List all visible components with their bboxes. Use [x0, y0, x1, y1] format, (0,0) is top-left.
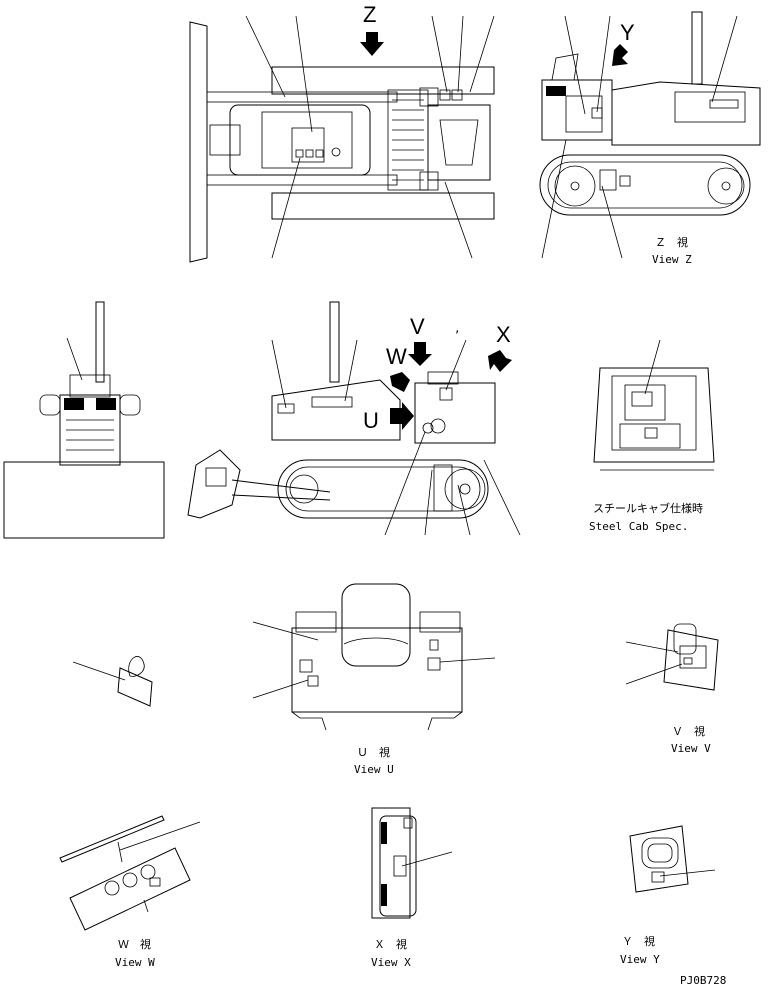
caption-view-y-en: View Y — [620, 953, 660, 966]
decal-lone — [72, 656, 153, 707]
caption-steel-cab-en: Steel Cab Spec. — [589, 520, 688, 533]
view-w-drawing — [59, 815, 201, 931]
caption-view-x-jp: Ｘ 視 — [374, 937, 407, 951]
top-plan-view — [189, 15, 495, 263]
drawing-code: PJ0B728 — [680, 974, 726, 987]
caption-steel-cab-jp: スチールキャブ仕様時 — [593, 501, 703, 515]
marker-u: U — [363, 408, 379, 433]
side-view — [187, 301, 521, 536]
marker-z: Z — [363, 2, 376, 27]
caption-view-u-jp: Ｕ 視 — [357, 745, 390, 759]
caption-view-w-en: View W — [115, 956, 155, 969]
view-v-drawing — [625, 623, 719, 691]
view-y-drawing — [629, 825, 716, 893]
caption-view-z-en: View Z — [652, 253, 692, 266]
caption-view-x-en: View X — [371, 956, 411, 969]
caption-view-w-jp: Ｗ 視 — [118, 937, 151, 951]
marker-comma: , — [454, 322, 461, 335]
marker-y: Y — [620, 20, 635, 45]
marker-v: V — [410, 314, 425, 339]
caption-view-z-jp: Ｚ 視 — [655, 235, 688, 249]
front-view — [3, 301, 165, 539]
view-u-drawing — [252, 583, 496, 731]
view-z-drawing — [539, 11, 761, 259]
marker-x: X — [496, 322, 511, 347]
caption-view-v-en: View V — [671, 742, 711, 755]
caption-view-y-jp: Ｙ 視 — [622, 934, 655, 948]
view-x-drawing — [371, 807, 453, 919]
caption-view-v-jp: Ｖ 視 — [672, 724, 705, 738]
caption-view-u-en: View U — [354, 763, 394, 776]
steel-cab-drawing — [593, 339, 715, 471]
marker-w: W — [386, 344, 407, 369]
